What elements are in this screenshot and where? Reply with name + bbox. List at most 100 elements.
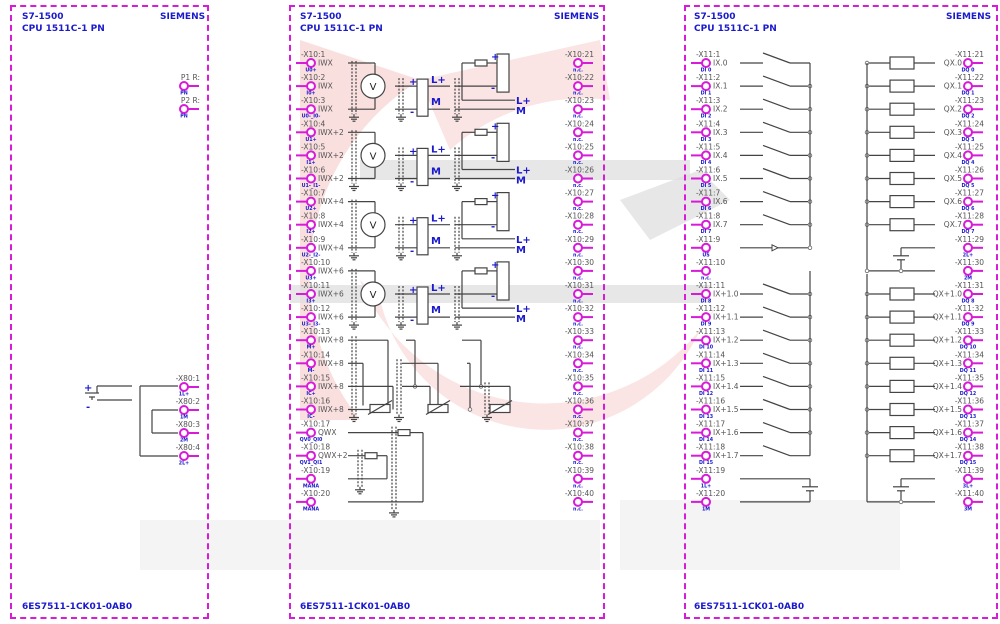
terminal-pin[interactable] bbox=[691, 196, 711, 207]
terminal-label: -X11:37 bbox=[955, 420, 984, 429]
terminal-pin[interactable] bbox=[179, 104, 199, 114]
terminal-pin[interactable] bbox=[691, 496, 711, 507]
terminal-pin[interactable] bbox=[296, 450, 316, 461]
terminal-pin[interactable] bbox=[691, 173, 711, 184]
terminal-pin[interactable] bbox=[963, 58, 983, 68]
terminal-pin[interactable] bbox=[573, 242, 593, 253]
terminal-pin[interactable] bbox=[963, 196, 983, 207]
terminal-pin[interactable] bbox=[691, 381, 711, 392]
terminal-pin[interactable] bbox=[296, 335, 316, 346]
terminal-pin[interactable] bbox=[296, 496, 316, 507]
terminal-pin[interactable] bbox=[691, 219, 711, 230]
terminal-pin[interactable] bbox=[963, 173, 983, 184]
terminal-pin[interactable] bbox=[179, 451, 199, 461]
terminal-pin[interactable] bbox=[963, 496, 983, 507]
terminal-pin[interactable] bbox=[573, 289, 593, 299]
terminal-pin[interactable] bbox=[296, 473, 316, 484]
terminal-pin[interactable] bbox=[296, 312, 316, 323]
lplus-label: L+ bbox=[516, 96, 531, 107]
terminal-pin[interactable] bbox=[573, 496, 593, 507]
terminal-pin[interactable] bbox=[179, 428, 199, 438]
terminal-pin[interactable] bbox=[573, 127, 593, 138]
terminal-pin[interactable] bbox=[179, 81, 199, 91]
terminal-pin[interactable] bbox=[573, 58, 593, 68]
output-load bbox=[889, 402, 915, 417]
terminal-pin[interactable] bbox=[963, 358, 983, 369]
terminal-pin[interactable] bbox=[296, 358, 316, 369]
rtd-resistor bbox=[489, 403, 511, 414]
terminal-pin[interactable] bbox=[573, 81, 593, 92]
terminal-pin[interactable] bbox=[573, 450, 593, 461]
terminal-pin[interactable] bbox=[691, 404, 711, 415]
terminal-pin[interactable] bbox=[691, 312, 711, 323]
terminal-pin[interactable] bbox=[573, 427, 593, 438]
terminal-pin[interactable] bbox=[573, 150, 593, 161]
terminal-pin[interactable] bbox=[296, 150, 316, 161]
terminal-pin[interactable] bbox=[691, 104, 711, 115]
terminal-pin[interactable] bbox=[963, 450, 983, 461]
terminal-label: -X11:18 bbox=[696, 443, 725, 452]
terminal-function: I0+ bbox=[306, 91, 315, 97]
terminal-pin[interactable] bbox=[573, 473, 593, 484]
terminal-pin[interactable] bbox=[296, 381, 316, 392]
terminal-pin[interactable] bbox=[691, 358, 711, 369]
terminal-pin[interactable] bbox=[296, 265, 316, 276]
terminal-pin[interactable] bbox=[963, 289, 983, 299]
terminal-pin[interactable] bbox=[691, 450, 711, 461]
terminal-pin[interactable] bbox=[179, 382, 199, 392]
terminal-pin[interactable] bbox=[691, 127, 711, 138]
terminal-pin[interactable] bbox=[296, 104, 316, 115]
terminal-pin[interactable] bbox=[963, 81, 983, 92]
terminal-pin[interactable] bbox=[691, 242, 711, 253]
terminal-pin[interactable] bbox=[573, 404, 593, 415]
terminal-pin[interactable] bbox=[691, 150, 711, 161]
terminal-pin[interactable] bbox=[691, 289, 711, 299]
terminal-pin[interactable] bbox=[691, 265, 711, 276]
terminal-label: -X11:31 bbox=[955, 281, 984, 290]
terminal-pin[interactable] bbox=[573, 104, 593, 115]
switch-icon bbox=[762, 306, 791, 318]
terminal-pin[interactable] bbox=[963, 219, 983, 230]
terminal-pin[interactable] bbox=[573, 358, 593, 369]
terminal-pin[interactable] bbox=[963, 427, 983, 438]
terminal-pin[interactable] bbox=[573, 173, 593, 184]
terminal-pin[interactable] bbox=[963, 104, 983, 115]
terminal-pin[interactable] bbox=[963, 335, 983, 346]
terminal-pin[interactable] bbox=[691, 335, 711, 346]
terminal-pin[interactable] bbox=[963, 473, 983, 484]
terminal-pin[interactable] bbox=[296, 173, 316, 184]
switch-icon bbox=[762, 283, 791, 295]
terminal-pin[interactable] bbox=[573, 312, 593, 323]
terminal-pin[interactable] bbox=[691, 81, 711, 92]
terminal-pin[interactable] bbox=[573, 196, 593, 207]
terminal-pin[interactable] bbox=[296, 427, 316, 438]
terminal-pin[interactable] bbox=[963, 381, 983, 392]
terminal-function: DI 12 bbox=[699, 391, 713, 397]
terminal-pin[interactable] bbox=[296, 289, 316, 299]
terminal-pin[interactable] bbox=[179, 405, 199, 415]
terminal-pin[interactable] bbox=[691, 473, 711, 484]
terminal-function: DI 15 bbox=[699, 460, 713, 466]
terminal-pin[interactable] bbox=[296, 219, 316, 230]
plus-sign: + bbox=[409, 216, 417, 227]
terminal-pin[interactable] bbox=[296, 242, 316, 253]
terminal-pin[interactable] bbox=[691, 427, 711, 438]
terminal-pin[interactable] bbox=[296, 127, 316, 138]
terminal-pin[interactable] bbox=[963, 312, 983, 323]
terminal-pin[interactable] bbox=[296, 196, 316, 207]
terminal-pin[interactable] bbox=[963, 242, 983, 253]
terminal-pin[interactable] bbox=[963, 265, 983, 276]
terminal-pin[interactable] bbox=[296, 81, 316, 92]
terminal-pin[interactable] bbox=[296, 404, 316, 415]
terminal-pin[interactable] bbox=[963, 127, 983, 138]
switch-icon bbox=[762, 352, 791, 364]
terminal-pin[interactable] bbox=[963, 404, 983, 415]
terminal-pin[interactable] bbox=[573, 219, 593, 230]
terminal-pin[interactable] bbox=[573, 381, 593, 392]
terminal-pin[interactable] bbox=[296, 58, 316, 68]
terminal-pin[interactable] bbox=[963, 150, 983, 161]
terminal-pin[interactable] bbox=[573, 265, 593, 276]
terminal-pin[interactable] bbox=[691, 58, 711, 68]
terminal-pin[interactable] bbox=[573, 335, 593, 346]
